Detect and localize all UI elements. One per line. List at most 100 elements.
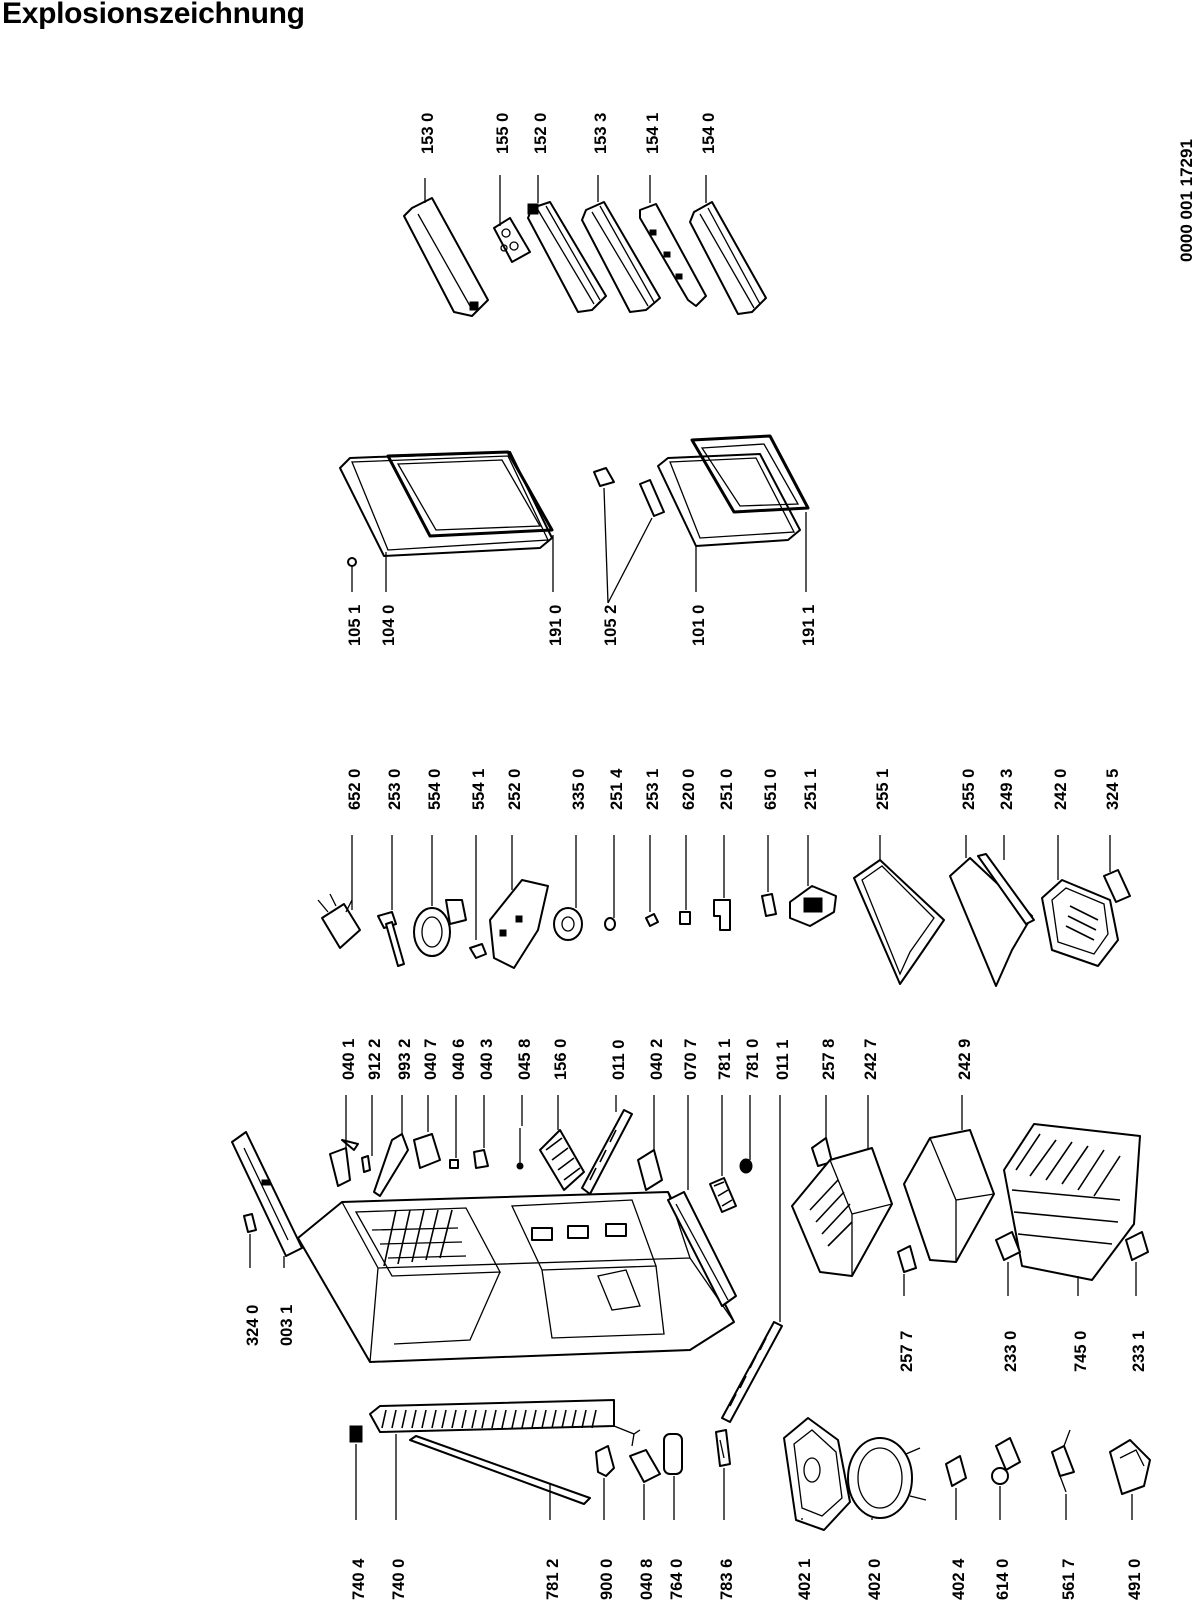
drawer-clip-257-7 — [897, 1245, 917, 1296]
part-label: 251 0 — [718, 769, 736, 810]
lamp-781-0 — [739, 1095, 753, 1174]
clip-251-4 — [604, 835, 616, 931]
condenser-740-0 — [369, 1399, 641, 1520]
part-label: 255 0 — [960, 769, 978, 810]
clip-040-6 — [449, 1095, 459, 1169]
cover-491-0 — [1109, 1439, 1151, 1520]
part-label: 003 1 — [278, 1305, 296, 1346]
upper-door-gasket-191-0 — [386, 450, 554, 592]
part-label: 257 8 — [820, 1039, 838, 1080]
part-label: 242 9 — [956, 1039, 974, 1080]
part-label: 233 0 — [1002, 1331, 1020, 1372]
control-housing-252-0 — [489, 835, 549, 969]
part-label: 900 0 — [598, 1559, 616, 1600]
part-label: 045 8 — [516, 1039, 534, 1080]
part-label: 781 2 — [544, 1559, 562, 1600]
door-shelf-153-0 — [403, 178, 489, 317]
part-label: 070 7 — [682, 1039, 700, 1080]
part-label: 651 0 — [762, 769, 780, 810]
door-shelf-154-1 — [639, 175, 707, 307]
part-label: 324 5 — [1104, 769, 1122, 810]
page-title: Explosionszeichnung — [2, 0, 305, 30]
crisper-drawer-242-7 — [791, 1095, 893, 1277]
controls-group — [317, 835, 1131, 987]
part-label: 242 0 — [1052, 769, 1070, 810]
door-shelf-153-3 — [581, 175, 661, 313]
cable-993-2 — [373, 1095, 409, 1197]
rail-011-0 — [581, 1095, 633, 1195]
part-label: 554 0 — [426, 769, 444, 810]
grille-156-0 — [539, 1095, 585, 1191]
doors-group — [339, 434, 810, 604]
filter-dryer-764-0 — [663, 1433, 683, 1520]
screw-912-2 — [361, 1095, 373, 1173]
clip-040-3 — [473, 1095, 489, 1169]
starter-614-0 — [991, 1437, 1021, 1520]
part-label: 040 3 — [478, 1039, 496, 1080]
cooling-group — [349, 1399, 1151, 1531]
lamp-housing-554-0 — [413, 835, 467, 957]
part-label: 249 3 — [998, 769, 1016, 810]
bracket-900-0 — [595, 1445, 615, 1520]
tube-781-2 — [409, 1435, 591, 1520]
cable-561-7 — [1051, 1429, 1075, 1520]
part-labels: 153 0 155 0 152 0 153 3 154 1 154 0 105 … — [244, 113, 1148, 1600]
part-label: 740 4 — [350, 1558, 368, 1600]
fan-335-0 — [553, 835, 583, 941]
door-shelf-group — [403, 175, 767, 317]
bracket-040-1 — [329, 1095, 359, 1187]
part-label: 491 0 — [1126, 1559, 1144, 1600]
label-clip-324-5 — [1103, 835, 1131, 903]
part-label: 011 0 — [610, 1040, 628, 1080]
part-label: 912 2 — [366, 1039, 384, 1080]
part-label: 105 1 — [346, 605, 364, 646]
thermostat-652-0 — [317, 835, 361, 949]
part-label: 253 1 — [644, 769, 662, 810]
wire-basket-745-0 — [1003, 1123, 1141, 1296]
light-cover-781-1 — [709, 1095, 737, 1213]
clip-253-1 — [645, 835, 659, 927]
part-label: 402 0 — [866, 1559, 884, 1600]
part-label: 040 8 — [638, 1559, 656, 1600]
part-label: 154 1 — [644, 113, 662, 154]
bracket-040-8 — [629, 1449, 661, 1520]
trim-070-7 — [667, 1095, 737, 1307]
hinge-pin-105-1 — [347, 557, 357, 592]
part-label: 152 0 — [532, 113, 550, 154]
part-label: 040 1 — [340, 1039, 358, 1080]
glass-shelf-255-1 — [853, 835, 945, 985]
bracket-040-2 — [637, 1095, 663, 1191]
drawer-clip-257-8 — [811, 1095, 833, 1167]
part-label: 783 6 — [718, 1559, 736, 1600]
part-label: 040 6 — [450, 1039, 468, 1080]
lamp-554-1 — [469, 835, 487, 959]
foot-233-1 — [1125, 1231, 1149, 1296]
compressor-402-0 — [847, 1437, 927, 1520]
part-label: 101 0 — [690, 605, 708, 646]
part-label: 040 2 — [648, 1039, 666, 1080]
part-label: 993 2 — [396, 1039, 414, 1080]
part-label: 040 7 — [422, 1039, 440, 1080]
knob-shaft-253-0 — [377, 835, 405, 967]
foot-233-0 — [995, 1231, 1021, 1296]
button-620-0 — [679, 835, 691, 925]
part-label: 105 2 — [602, 605, 620, 646]
part-label: 614 0 — [994, 1559, 1012, 1600]
part-label: 155 0 — [494, 113, 512, 154]
lower-door-gasket-191-1 — [690, 434, 810, 592]
part-label: 324 0 — [244, 1305, 262, 1346]
part-label: 153 0 — [419, 113, 437, 154]
part-label: 251 1 — [802, 769, 820, 810]
part-label: 191 0 — [547, 605, 565, 646]
part-label: 652 0 — [346, 769, 364, 810]
clamp-740-4 — [349, 1425, 363, 1520]
part-label: 781 0 — [744, 1039, 762, 1080]
part-label: 764 0 — [668, 1559, 686, 1600]
document-number: 0000 001 17291 — [1177, 139, 1192, 262]
compressor-mount-402-1 — [783, 1417, 851, 1531]
bracket-251-0 — [713, 835, 731, 931]
fan-motor-251-1 — [789, 835, 837, 927]
cabinet-group — [231, 1095, 1149, 1423]
capillary-783-6 — [715, 1429, 731, 1520]
